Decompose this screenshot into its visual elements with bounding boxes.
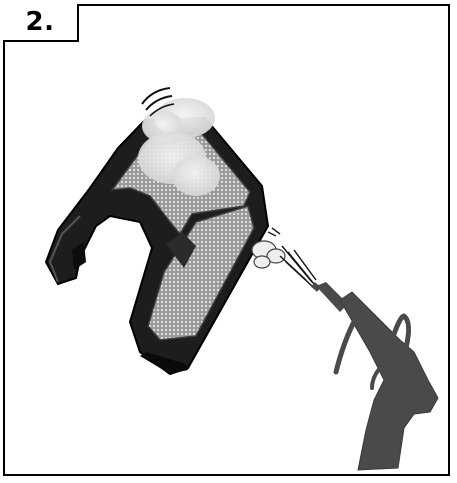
air-blow-gun-icon: [311, 282, 438, 470]
air-stream-icon: [280, 246, 316, 286]
